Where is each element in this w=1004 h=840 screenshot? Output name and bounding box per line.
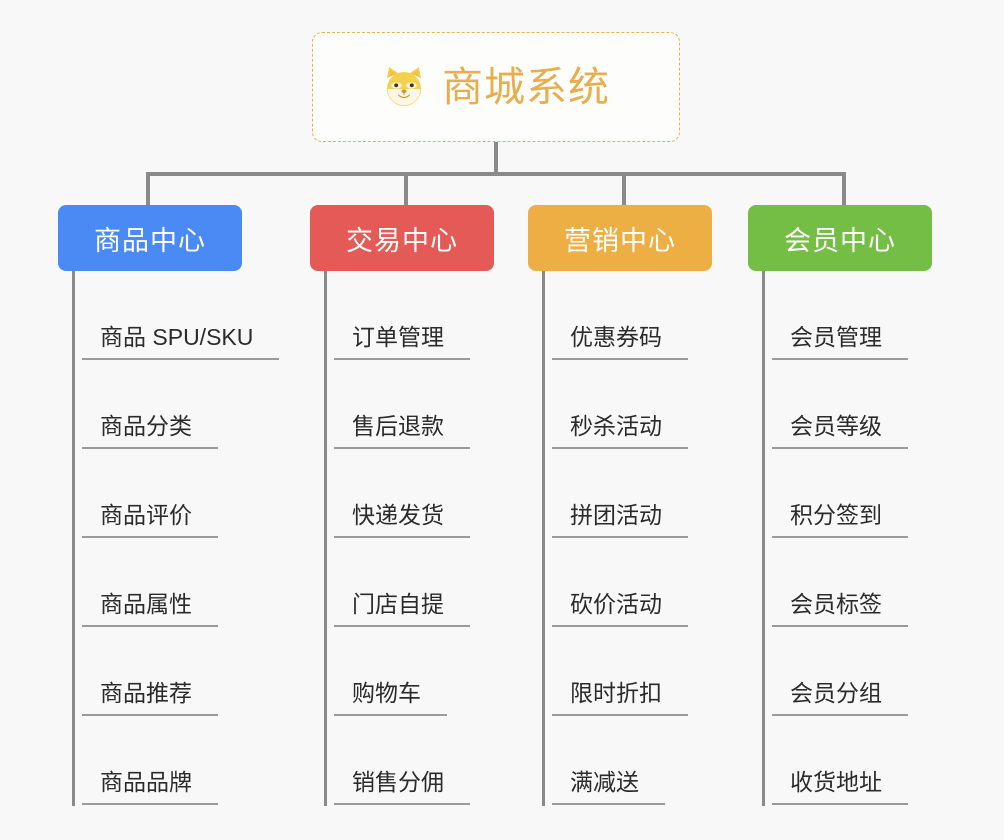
leaf-label: 拼团活动 — [552, 504, 688, 538]
leaf-label: 购物车 — [334, 682, 447, 716]
list-item[interactable]: 商品分类 — [58, 360, 308, 449]
leaf-label: 积分签到 — [772, 504, 908, 538]
branch-spine — [324, 271, 327, 806]
list-item[interactable]: 商品属性 — [58, 538, 308, 627]
branch-header-trade-center[interactable]: 交易中心 — [310, 205, 494, 271]
list-item[interactable]: 限时折扣 — [528, 627, 778, 716]
list-item[interactable]: 优惠券码 — [528, 271, 778, 360]
connector-drop-3 — [622, 172, 626, 208]
branch-header-marketing-center[interactable]: 营销中心 — [528, 205, 712, 271]
leaf-label: 会员标签 — [772, 593, 908, 627]
list-item[interactable]: 满减送 — [528, 716, 778, 805]
list-item[interactable]: 积分签到 — [748, 449, 998, 538]
branch-column-product-center: 商品中心 商品 SPU/SKU 商品分类 商品评价 商品属性 商品推荐 商品品牌 — [58, 205, 308, 806]
branch-spine — [542, 271, 545, 806]
leaf-list: 优惠券码 秒杀活动 拼团活动 砍价活动 限时折扣 满减送 — [528, 271, 778, 805]
list-item[interactable]: 销售分佣 — [310, 716, 560, 805]
connector-drop-4 — [842, 172, 846, 208]
branch-column-member-center: 会员中心 会员管理 会员等级 积分签到 会员标签 会员分组 收货地址 — [748, 205, 998, 806]
leaf-label: 商品分类 — [82, 415, 218, 449]
leaf-label: 商品评价 — [82, 504, 218, 538]
leaf-label: 销售分佣 — [334, 771, 470, 805]
branch-spine — [72, 271, 75, 806]
leaf-label: 商品品牌 — [82, 771, 218, 805]
branch-spine — [762, 271, 765, 806]
branch-header-label: 会员中心 — [784, 225, 896, 256]
leaf-label: 砍价活动 — [552, 593, 688, 627]
leaf-label: 限时折扣 — [552, 682, 688, 716]
list-item[interactable]: 商品 SPU/SKU — [58, 271, 308, 360]
list-item[interactable]: 售后退款 — [310, 360, 560, 449]
list-item[interactable]: 订单管理 — [310, 271, 560, 360]
leaf-label: 商品 SPU/SKU — [82, 326, 280, 360]
list-item[interactable]: 会员等级 — [748, 360, 998, 449]
leaf-label: 会员等级 — [772, 415, 908, 449]
branch-column-trade-center: 交易中心 订单管理 售后退款 快递发货 门店自提 购物车 销售分佣 — [310, 205, 560, 806]
root-title: 商城系统 — [442, 63, 610, 110]
branch-header-label: 交易中心 — [346, 225, 458, 256]
root-node[interactable]: 商城系统 — [312, 32, 680, 142]
leaf-label: 秒杀活动 — [552, 415, 688, 449]
list-item[interactable]: 商品推荐 — [58, 627, 308, 716]
list-item[interactable]: 购物车 — [310, 627, 560, 716]
list-item[interactable]: 会员分组 — [748, 627, 998, 716]
leaf-label: 会员管理 — [772, 326, 908, 360]
list-item[interactable]: 快递发货 — [310, 449, 560, 538]
leaf-label: 优惠券码 — [552, 326, 688, 360]
list-item[interactable]: 门店自提 — [310, 538, 560, 627]
list-item[interactable]: 拼团活动 — [528, 449, 778, 538]
branch-header-label: 商品中心 — [94, 225, 206, 256]
connector-drop-1 — [146, 172, 150, 208]
leaf-label: 满减送 — [552, 771, 665, 805]
leaf-label: 门店自提 — [334, 593, 470, 627]
connector-horizontal-bus — [146, 172, 846, 176]
branch-column-marketing-center: 营销中心 优惠券码 秒杀活动 拼团活动 砍价活动 限时折扣 满减送 — [528, 205, 778, 806]
branch-header-member-center[interactable]: 会员中心 — [748, 205, 932, 271]
leaf-label: 售后退款 — [334, 415, 470, 449]
leaf-list: 商品 SPU/SKU 商品分类 商品评价 商品属性 商品推荐 商品品牌 — [58, 271, 308, 805]
list-item[interactable]: 收货地址 — [748, 716, 998, 805]
branch-header-label: 营销中心 — [564, 225, 676, 256]
list-item[interactable]: 商品品牌 — [58, 716, 308, 805]
branch-header-product-center[interactable]: 商品中心 — [58, 205, 242, 271]
list-item[interactable]: 商品评价 — [58, 449, 308, 538]
connector-drop-2 — [404, 172, 408, 208]
leaf-label: 会员分组 — [772, 682, 908, 716]
leaf-list: 会员管理 会员等级 积分签到 会员标签 会员分组 收货地址 — [748, 271, 998, 805]
shiba-inu-face-icon — [382, 64, 428, 110]
leaf-list: 订单管理 售后退款 快递发货 门店自提 购物车 销售分佣 — [310, 271, 560, 805]
leaf-label: 快递发货 — [334, 504, 470, 538]
list-item[interactable]: 秒杀活动 — [528, 360, 778, 449]
list-item[interactable]: 砍价活动 — [528, 538, 778, 627]
leaf-label: 收货地址 — [772, 771, 908, 805]
leaf-label: 商品推荐 — [82, 682, 218, 716]
leaf-label: 商品属性 — [82, 593, 218, 627]
connector-root-stem — [494, 142, 498, 174]
leaf-label: 订单管理 — [334, 326, 470, 360]
list-item[interactable]: 会员管理 — [748, 271, 998, 360]
list-item[interactable]: 会员标签 — [748, 538, 998, 627]
